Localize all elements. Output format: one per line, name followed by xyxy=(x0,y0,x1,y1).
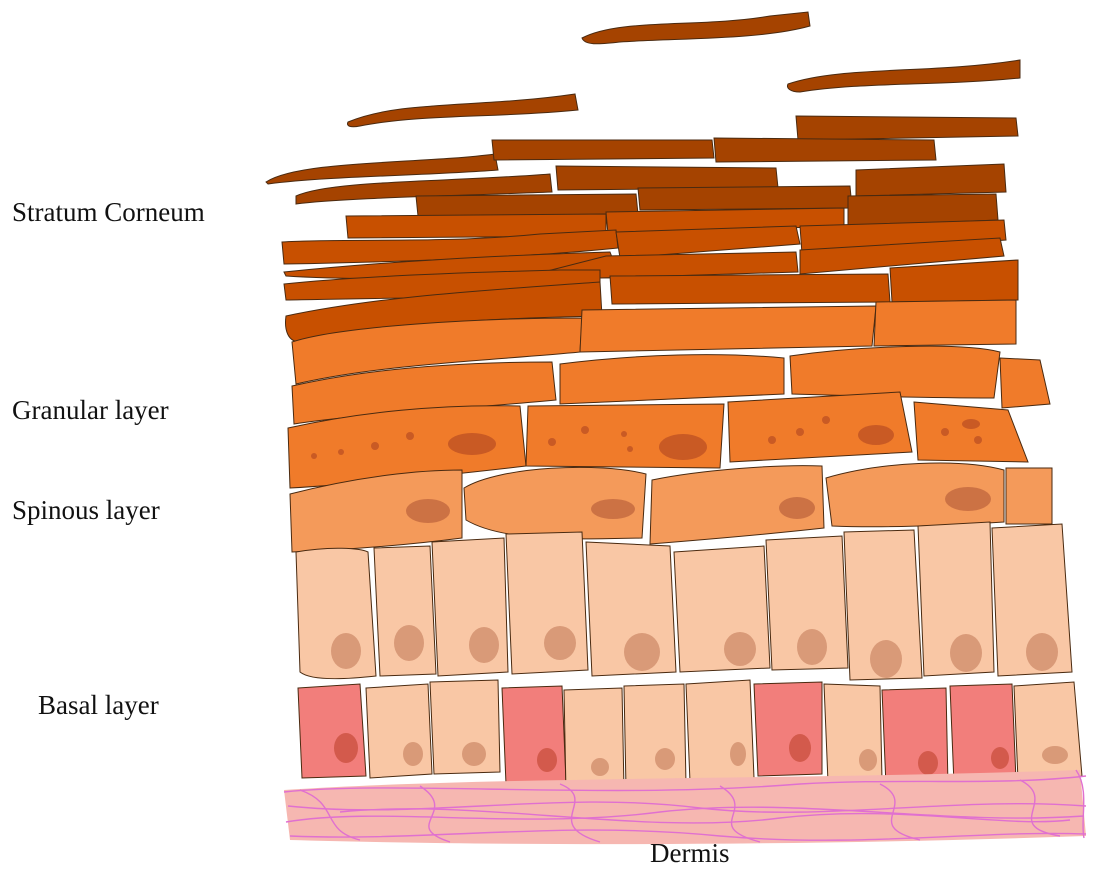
nucleus xyxy=(950,634,982,672)
label-basal-layer: Basal layer xyxy=(38,690,159,721)
corneum-flake xyxy=(348,94,579,127)
nucleus xyxy=(331,633,361,669)
label-dermis: Dermis xyxy=(650,838,729,869)
corneum-flake xyxy=(856,164,1006,196)
granule xyxy=(941,428,949,436)
label-stratum-corneum: Stratum Corneum xyxy=(12,197,205,228)
corneum-flake xyxy=(582,12,810,44)
label-spinous-layer: Spinous layer xyxy=(12,495,160,526)
granule xyxy=(621,431,627,437)
basal-cell-pigmented xyxy=(950,684,1016,784)
nucleus xyxy=(779,497,815,519)
granular-cell xyxy=(790,346,1000,398)
nucleus xyxy=(1026,633,1058,671)
corneum-flake xyxy=(890,260,1018,302)
nucleus xyxy=(870,640,902,678)
granular-cell xyxy=(580,306,876,352)
granule xyxy=(768,436,776,444)
nucleus xyxy=(462,742,486,766)
nucleus xyxy=(859,749,877,771)
corneum-flake xyxy=(492,140,714,160)
spinous-cell xyxy=(1006,468,1052,524)
nucleus xyxy=(655,748,675,770)
corneum-flake xyxy=(416,194,638,216)
nucleus xyxy=(797,629,827,665)
granule xyxy=(822,416,830,424)
nucleus xyxy=(394,625,424,661)
granule xyxy=(796,428,804,436)
nucleus xyxy=(730,742,746,766)
nucleus xyxy=(591,758,609,776)
granule xyxy=(858,425,894,445)
granular-layer-cells xyxy=(288,300,1050,488)
granule xyxy=(581,426,589,434)
granule xyxy=(962,419,980,429)
nucleus xyxy=(945,487,991,511)
nucleus xyxy=(991,747,1009,769)
granule xyxy=(448,433,496,455)
granule xyxy=(311,453,317,459)
granule xyxy=(627,446,633,452)
basal-cell xyxy=(366,684,432,778)
columnar-cell xyxy=(674,546,770,672)
dermis-fibers xyxy=(284,770,1086,844)
nucleus xyxy=(403,742,423,766)
basal-cell-pigmented xyxy=(882,688,948,786)
granule xyxy=(659,434,707,460)
basal-cell-pigmented xyxy=(754,682,822,776)
basal-cell-pigmented xyxy=(298,684,366,778)
corneum-flake xyxy=(610,274,890,304)
granule xyxy=(548,438,556,446)
corneum-flake xyxy=(796,116,1018,140)
nucleus xyxy=(544,626,576,660)
granule xyxy=(406,432,414,440)
basal-cell xyxy=(624,684,686,788)
corneum-flake xyxy=(638,186,852,210)
label-granular-layer: Granular layer xyxy=(12,395,169,426)
stratum-corneum-cells xyxy=(266,12,1020,342)
columnar-cell xyxy=(432,538,508,676)
nucleus xyxy=(624,633,660,671)
nucleus xyxy=(334,733,358,763)
nucleus xyxy=(789,734,811,762)
granule xyxy=(974,436,982,444)
nucleus xyxy=(469,627,499,663)
nucleus xyxy=(918,751,938,775)
basal-cell xyxy=(686,680,754,782)
nucleus xyxy=(724,632,756,666)
nucleus xyxy=(406,499,450,523)
basal-cell xyxy=(1014,682,1082,780)
corneum-flake xyxy=(556,166,778,190)
granular-cell xyxy=(914,402,1028,462)
nucleus xyxy=(591,499,635,519)
nucleus xyxy=(537,748,557,772)
basal-cell xyxy=(564,688,624,792)
granular-cell xyxy=(560,355,784,404)
granule xyxy=(371,442,379,450)
nucleus xyxy=(1042,746,1068,764)
granular-cell xyxy=(1000,358,1050,408)
basal-cell-pigmented xyxy=(502,686,566,784)
corneum-flake xyxy=(788,60,1021,92)
granule xyxy=(338,449,344,455)
corneum-flake xyxy=(714,138,936,162)
granular-cell xyxy=(874,300,1016,346)
